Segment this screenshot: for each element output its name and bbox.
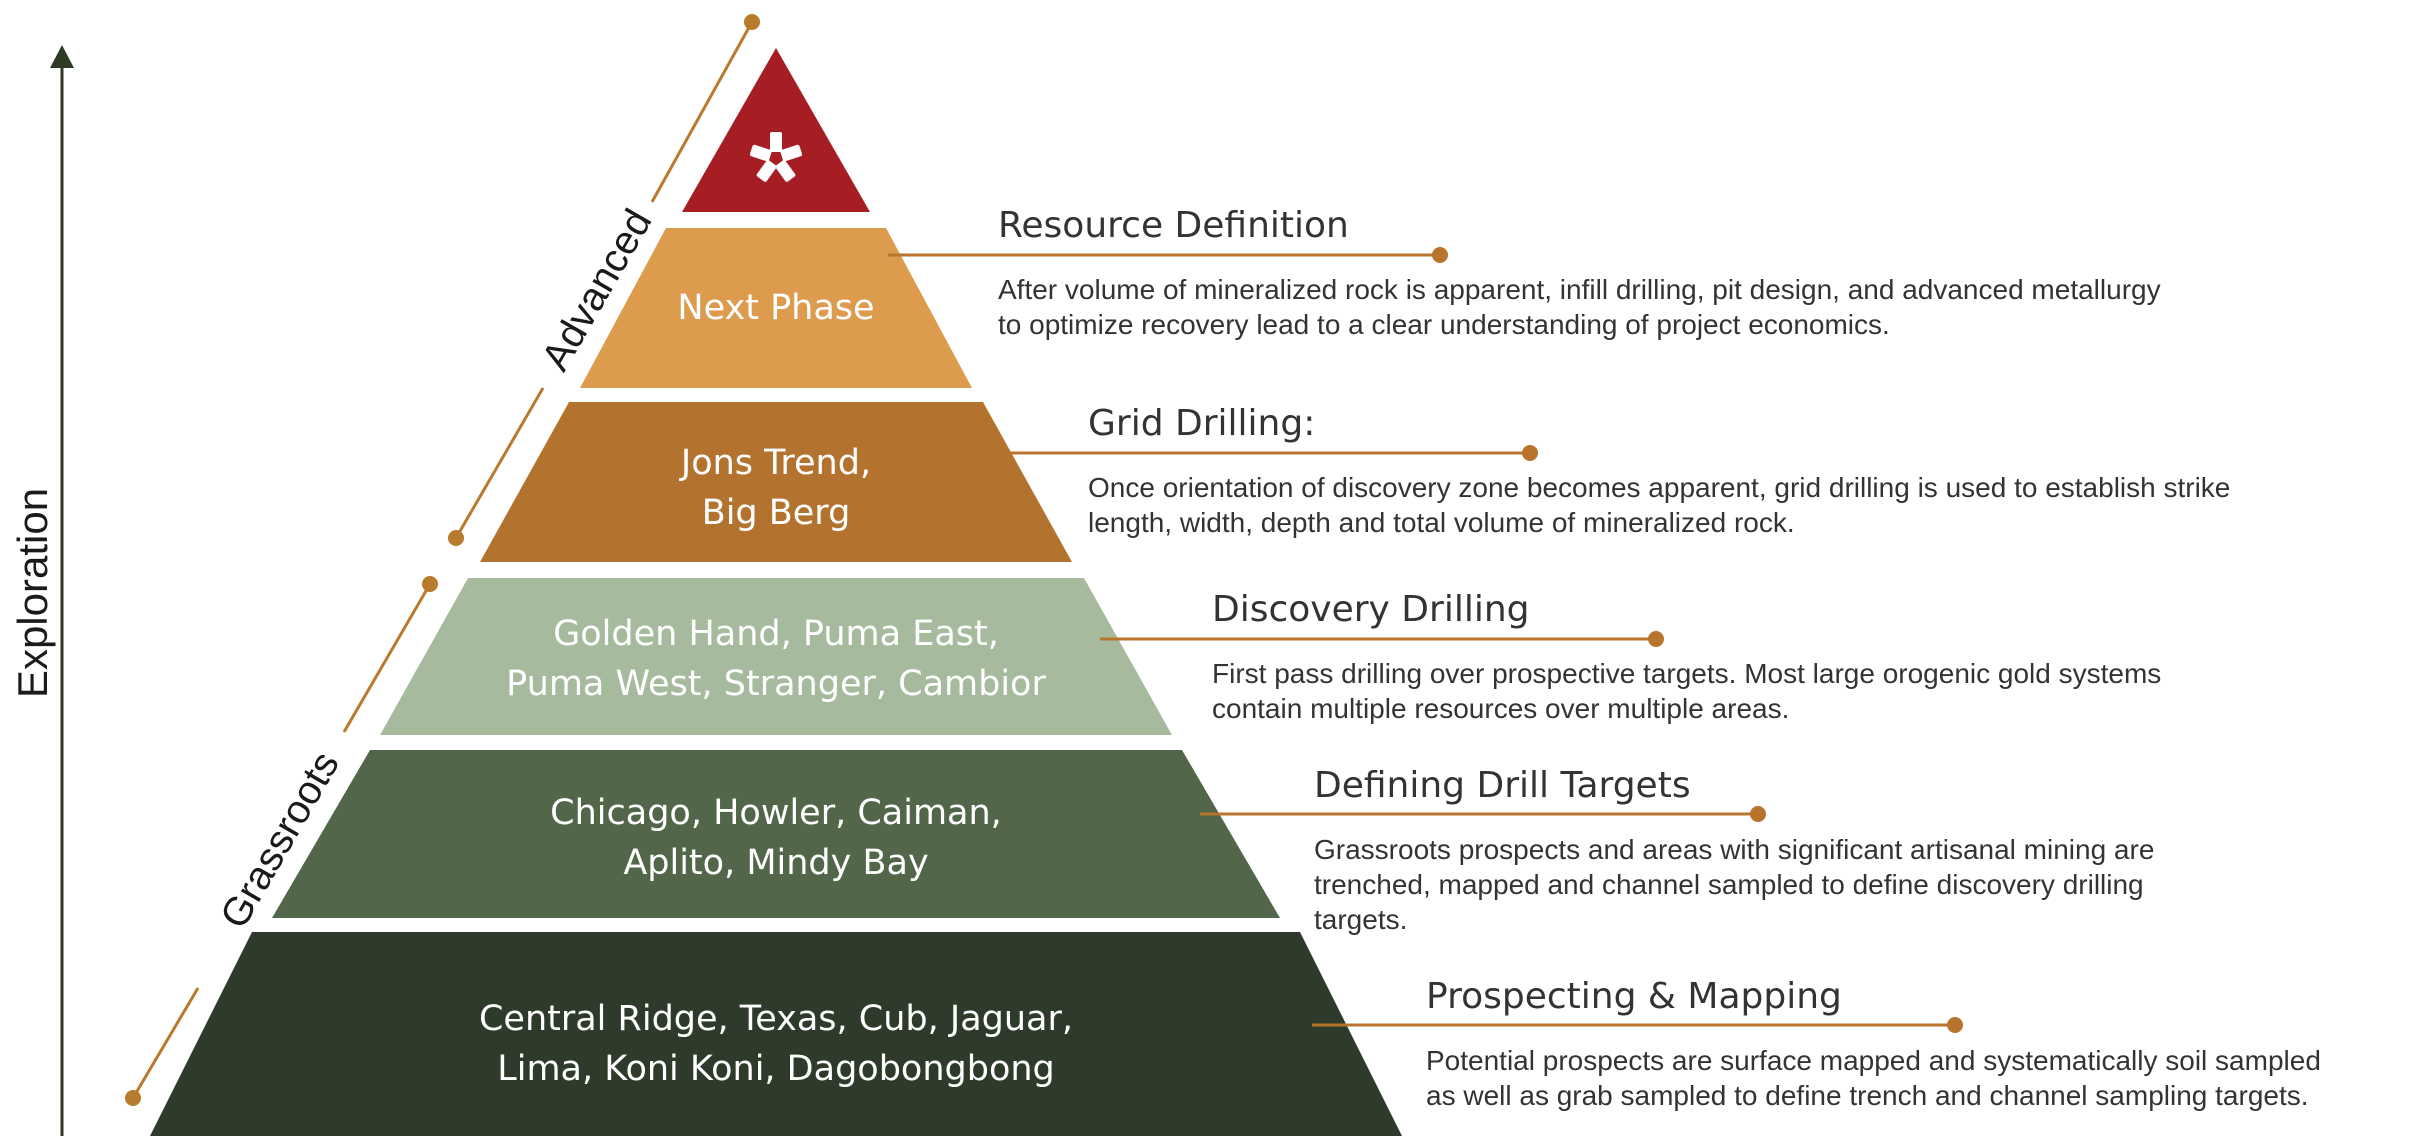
connector-grid-drilling: [1008, 445, 1538, 461]
step-title-grid-drilling: Grid Drilling:: [1088, 403, 1316, 444]
step-description-grid-drilling: Once orientation of discovery zone becom…: [1088, 472, 2231, 538]
apex-triangle: [682, 48, 870, 212]
connector-prospecting-mapping: [1312, 1017, 1963, 1033]
axis-arrowhead-icon: [50, 45, 74, 68]
pyramid-tier-central-ridge: [150, 932, 1402, 1136]
advanced-phase-bracket: [448, 14, 760, 546]
pyramid-tier-golden-hand: [380, 578, 1172, 735]
tier-label-golden-hand: Golden Hand, Puma East, Puma West, Stran…: [506, 614, 1046, 704]
step-description-discovery-drilling: First pass drilling over prospective tar…: [1212, 658, 2162, 724]
connector-resource-definition: [888, 247, 1448, 263]
step-description-prospecting-mapping: Potential prospects are surface mapped a…: [1426, 1045, 2321, 1111]
step-title-prospecting-mapping: Prospecting & Mapping: [1426, 976, 1842, 1017]
company-logo-icon: [749, 132, 803, 182]
tier-label-jons-trend: Jons Trend, Big Berg: [680, 443, 872, 533]
exploration-axis-label: Exploration: [9, 487, 56, 699]
grassroots-phase-bracket: [125, 576, 438, 1106]
step-title-resource-definition: Resource Definition: [998, 205, 1349, 246]
step-description-defining-drill-targets: Grassroots prospects and areas with sign…: [1314, 834, 2155, 935]
step-title-defining-drill-targets: Defining Drill Targets: [1314, 765, 1691, 806]
step-description-resource-definition: After volume of mineralized rock is appa…: [998, 274, 2161, 340]
connector-discovery-drilling: [1100, 631, 1664, 647]
pyramid-tier-chicago: [272, 750, 1280, 918]
tier-label-chicago: Chicago, Howler, Caiman, Aplito, Mindy B…: [550, 793, 1002, 883]
tier-label-next-phase: Next Phase: [677, 288, 875, 328]
pyramid-tier-jons-trend: [480, 402, 1072, 562]
step-title-discovery-drilling: Discovery Drilling: [1212, 589, 1530, 630]
connector-defining-drill-targets: [1200, 806, 1766, 822]
pyramid-tier-next-phase: [580, 228, 972, 388]
tier-label-central-ridge: Central Ridge, Texas, Cub, Jaguar, Lima,…: [478, 999, 1074, 1089]
